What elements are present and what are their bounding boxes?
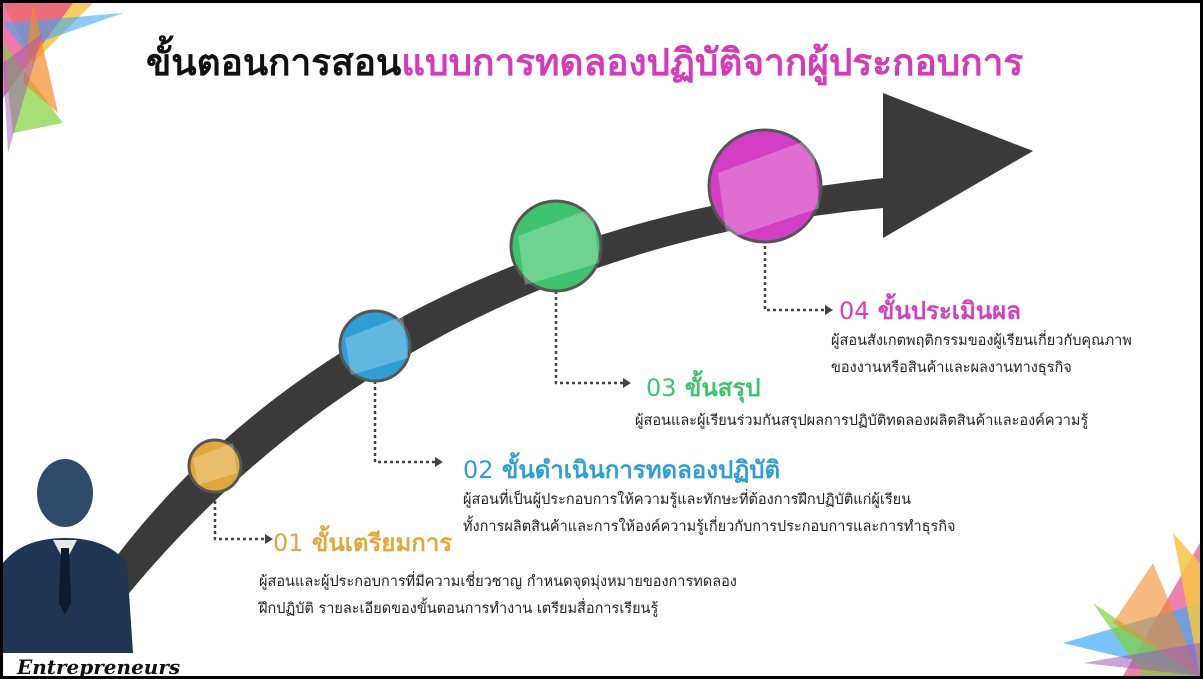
brand-logo-text: Entrepreneurs [17, 655, 181, 679]
step1-description: ผู้สอนและผู้ประกอบการที่มีความเชี่ยวชาญ … [259, 569, 737, 623]
connector-step4 [763, 240, 825, 312]
step3-description: ผู้สอนและผู้เรียนร่วมกันสรุปผลการปฏิบัติ… [635, 408, 1088, 435]
step1-number: 01 [273, 529, 304, 557]
title-part1: ขั้นตอนการสอน [146, 41, 402, 84]
burst-decoration-bottom-right [1063, 533, 1200, 676]
step2-description: ผู้สอนที่เป็นผู้ประกอบการให้ความรู้และทั… [463, 487, 956, 541]
step3-circle [509, 199, 603, 293]
step2-title: ขั้นดำเนินการทดลองปฏิบัติ [501, 456, 781, 484]
step3-title: ขั้นสรุป [684, 374, 761, 402]
step2-heading: 02 ขั้นดำเนินการทดลองปฏิบัติ [463, 450, 780, 489]
step4-line: ของงานหรือสินค้าและผลงานทางธุรกิจ [831, 360, 1072, 376]
step1-circle [187, 438, 243, 494]
connector-step1 [213, 495, 265, 541]
step1-line: ฝึกปฏิบัติ รายละเอียดของขั้นตอนการทำงาน … [259, 601, 659, 617]
step3-line: ผู้สอนและผู้เรียนร่วมกันสรุปผลการปฏิบัติ… [635, 413, 1089, 429]
step2-circle [338, 309, 412, 383]
step3-number: 03 [646, 374, 677, 402]
step4-line: ผู้สอนสังเกตพฤติกรรมของผู้เรียนเกี่ยวกับ… [831, 333, 1132, 349]
step1-title: ขั้นเตรียมการ [311, 529, 453, 557]
title-part2: แบบการทดลองปฏิบัติจากผู้ประกอบการ [401, 41, 1024, 84]
step4-heading: 04 ขั้นประเมินผล [839, 291, 1021, 330]
step1-line: ผู้สอนและผู้ประกอบการที่มีความเชี่ยวชาญ … [259, 574, 737, 590]
burst-decoration-top-left [3, 3, 123, 153]
connector-step3 [554, 291, 623, 385]
step2-line: ทั้งการผลิตสินค้าและการให้องค์ความรู้เกี… [463, 519, 956, 535]
step4-number: 04 [839, 297, 870, 325]
connector-step2 [373, 381, 435, 464]
connector-arrowheads [265, 305, 833, 544]
circle-shine [193, 138, 819, 485]
diagram-graphic [3, 3, 1200, 676]
step3-heading: 03 ขั้นสรุป [646, 368, 761, 407]
connector-lines [213, 240, 825, 541]
step4-description: ผู้สอนสังเกตพฤติกรรมของผู้เรียนเกี่ยวกับ… [831, 328, 1132, 382]
growth-arrow [83, 93, 1033, 613]
step1-heading: 01 ขั้นเตรียมการ [273, 523, 452, 562]
step2-number: 02 [463, 456, 494, 484]
step4-title: ขั้นประเมินผล [877, 297, 1021, 325]
businessman-silhouette [3, 459, 133, 653]
page-title: ขั้นตอนการสอนแบบการทดลองปฏิบัติจากผู้ประ… [146, 33, 1023, 92]
step4-circle [707, 128, 823, 244]
step2-line: ผู้สอนที่เป็นผู้ประกอบการให้ความรู้และทั… [463, 492, 912, 508]
